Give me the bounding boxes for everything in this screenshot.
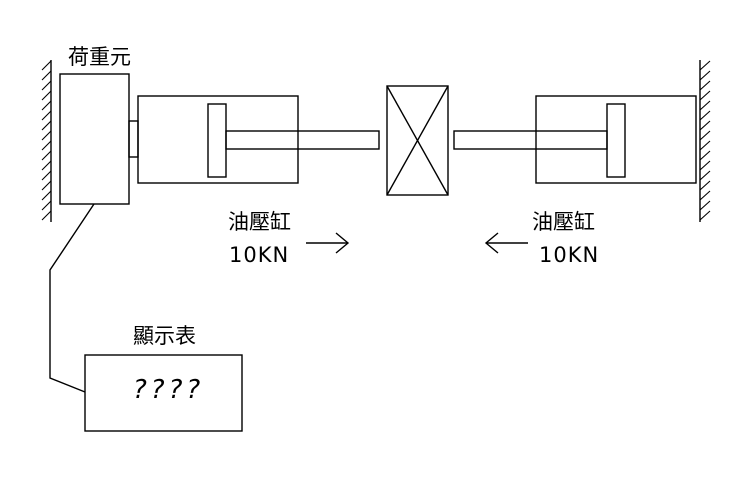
right-cylinder-name: 油壓缸 [532,210,595,234]
right-cylinder-rod [453,130,608,150]
load-cell-block [59,73,130,205]
right-force-arrow [484,232,528,254]
right-cylinder-force: 10KN [539,243,600,267]
right-cylinder-body [535,95,697,184]
left-force-arrow [306,232,350,254]
test-specimen [386,85,449,196]
left-cylinder-name: 油壓缸 [228,210,291,234]
load-cell-connector [128,120,139,158]
left-cylinder-rod [225,130,380,150]
load-cell-label: 荷重元 [68,45,131,69]
display-reading: ???? [133,375,205,405]
left-cylinder-piston [207,103,227,178]
display-label: 顯示表 [133,324,196,348]
display-box [84,354,243,432]
right-cylinder-piston [606,103,626,178]
right-wall [699,60,711,222]
left-cylinder-force: 10KN [229,243,290,267]
left-wall [41,60,52,222]
signal-cable [49,203,95,393]
left-cylinder-body [137,95,299,184]
